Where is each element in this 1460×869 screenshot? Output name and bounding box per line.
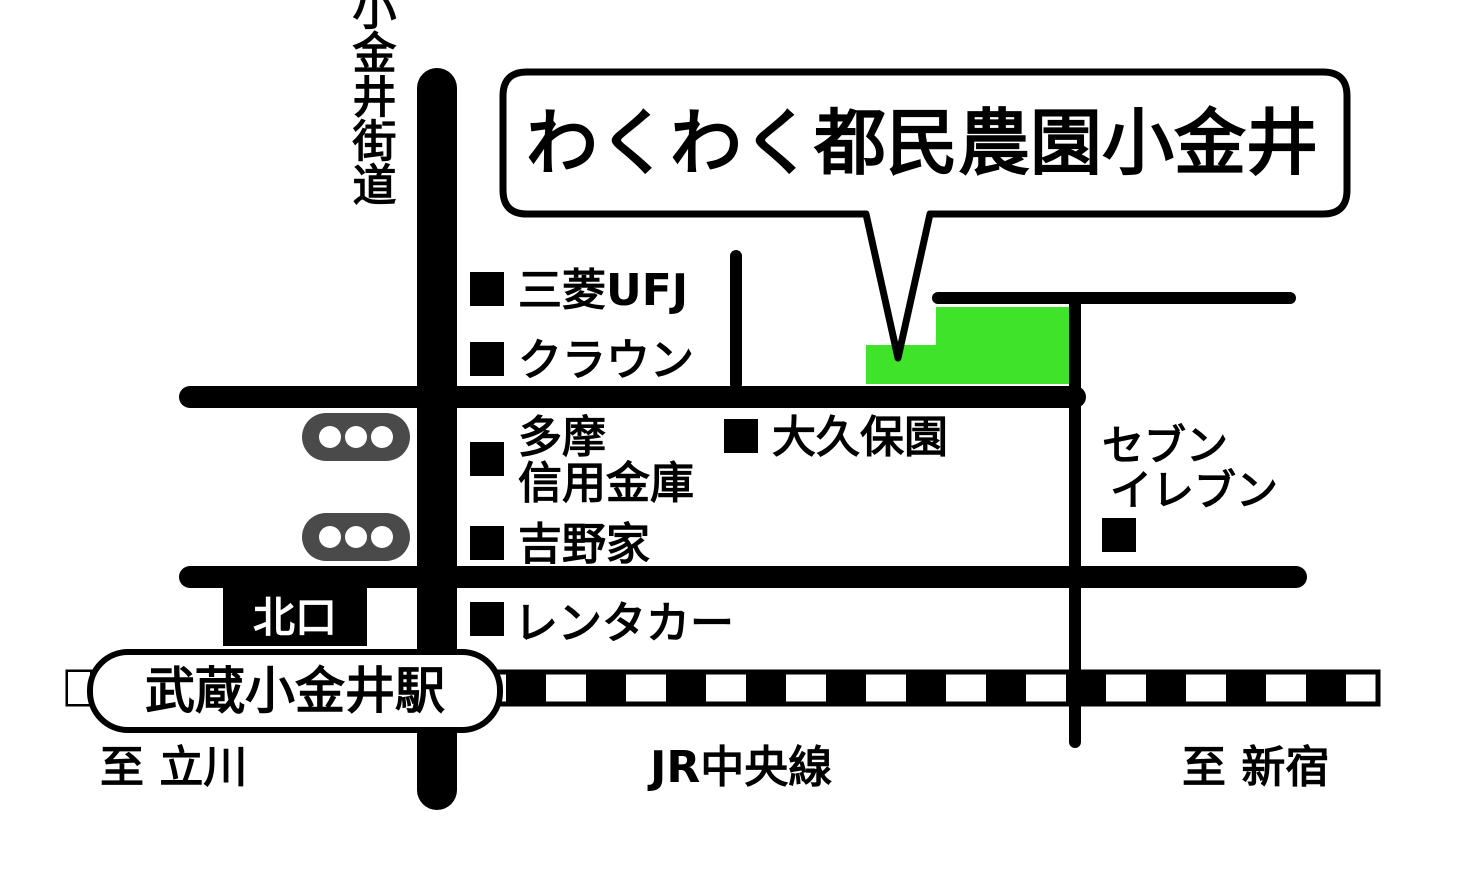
square-marker-icon bbox=[470, 526, 504, 560]
farm-title: わくわく都民農園小金井 bbox=[526, 101, 1318, 185]
rail-tie bbox=[746, 672, 786, 704]
station-name: 武蔵小金井駅 bbox=[145, 662, 445, 720]
railway-track bbox=[65, 669, 1381, 707]
koganei-kaido-label: 小金井街道 bbox=[345, 0, 398, 206]
rail-tie bbox=[1066, 672, 1106, 704]
rail-tie bbox=[506, 672, 546, 704]
north-exit-label: 北口 bbox=[253, 593, 337, 642]
square-marker-icon bbox=[470, 602, 504, 636]
landmark-mufg: 三菱UFJ bbox=[518, 265, 688, 316]
landmark-rental-car: レンタカー bbox=[514, 598, 734, 649]
landmark-okubo: 大久保園 bbox=[772, 412, 948, 463]
farm-area bbox=[866, 307, 1070, 384]
landmark-markers bbox=[470, 272, 1136, 636]
landmark-tama-line2: 信用金庫 bbox=[518, 458, 694, 509]
rail-tie bbox=[666, 672, 706, 704]
landmark-seven-line2: イレブン bbox=[1110, 466, 1278, 515]
landmark-crown: クラウン bbox=[518, 335, 694, 386]
square-marker-icon bbox=[470, 342, 504, 376]
square-marker-icon bbox=[470, 442, 504, 476]
north-exit-box bbox=[223, 588, 367, 646]
rail-tie bbox=[1226, 672, 1266, 704]
rail-tie bbox=[1146, 672, 1186, 704]
line-name: JR中央線 bbox=[647, 742, 832, 793]
square-marker-icon bbox=[470, 272, 504, 306]
rail-tie bbox=[586, 672, 626, 704]
rail-end bbox=[68, 672, 90, 704]
landmark-tama-line1: 多摩 bbox=[518, 412, 606, 463]
rail-tie bbox=[986, 672, 1026, 704]
square-marker-icon bbox=[724, 419, 758, 453]
rail-tie bbox=[1306, 672, 1346, 704]
rail-tie bbox=[826, 672, 866, 704]
rail-tie bbox=[906, 672, 946, 704]
traffic-signal-icon bbox=[302, 513, 410, 561]
landmark-seven-line1: セブン bbox=[1102, 421, 1228, 470]
direction-east: 至 新宿 bbox=[1182, 742, 1329, 793]
direction-west: 至 立川 bbox=[100, 742, 247, 793]
station-pill bbox=[87, 649, 503, 733]
traffic-signal-icon bbox=[302, 413, 410, 461]
square-marker-icon bbox=[1102, 518, 1136, 552]
landmark-yoshinoya: 吉野家 bbox=[518, 519, 650, 570]
title-callout bbox=[499, 68, 1351, 362]
